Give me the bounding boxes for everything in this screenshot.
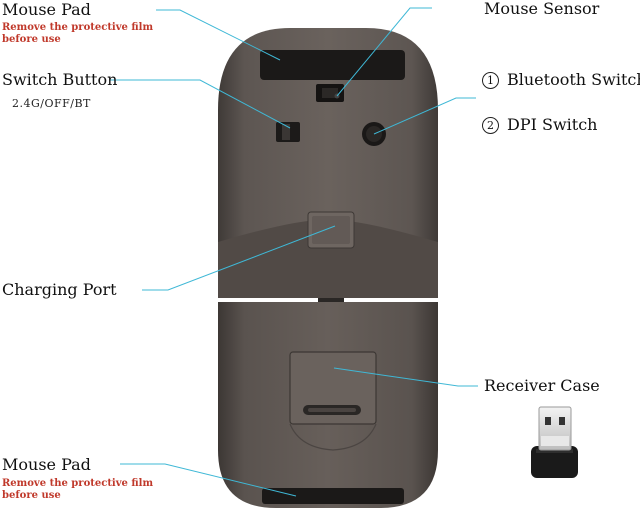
mouse-hinge-shade <box>218 219 438 298</box>
mouse-sensor-label: Mouse Sensor <box>484 0 600 18</box>
mouse-pad-bottom-note-line-1: Remove the protective film <box>2 478 154 489</box>
mouse-pad-bottom-note-line-2: before use <box>2 490 61 501</box>
leader-lines <box>110 7 478 497</box>
switch-modes-label: 2.4G/OFF/BT <box>12 97 91 110</box>
bluetooth-switch-text: Bluetooth Switch <box>507 70 640 89</box>
top-mouse-pad <box>260 50 405 80</box>
mouse-pad-top-note-line-2: before use <box>2 34 61 45</box>
receiver-case-label: Receiver Case <box>484 376 600 395</box>
dpi-switch-text: DPI Switch <box>507 115 598 134</box>
mouse-pad-top-note-line-1: Remove the protective film <box>2 22 154 33</box>
mouse-pad-bottom-label: Mouse Pad <box>2 455 91 474</box>
bottom-mouse-pad <box>262 488 404 504</box>
bluetooth-switch-label: 1 Bluetooth Switch <box>482 71 640 89</box>
number-badge-2: 2 <box>482 117 499 134</box>
charging-port-label: Charging Port <box>2 280 117 299</box>
dpi-switch-label: 2 DPI Switch <box>482 116 597 134</box>
number-badge-1: 1 <box>482 72 499 89</box>
mouse-pad-top-label: Mouse Pad <box>2 0 91 19</box>
usb-receiver <box>531 406 578 478</box>
switch-button-label: Switch Button <box>2 70 118 89</box>
